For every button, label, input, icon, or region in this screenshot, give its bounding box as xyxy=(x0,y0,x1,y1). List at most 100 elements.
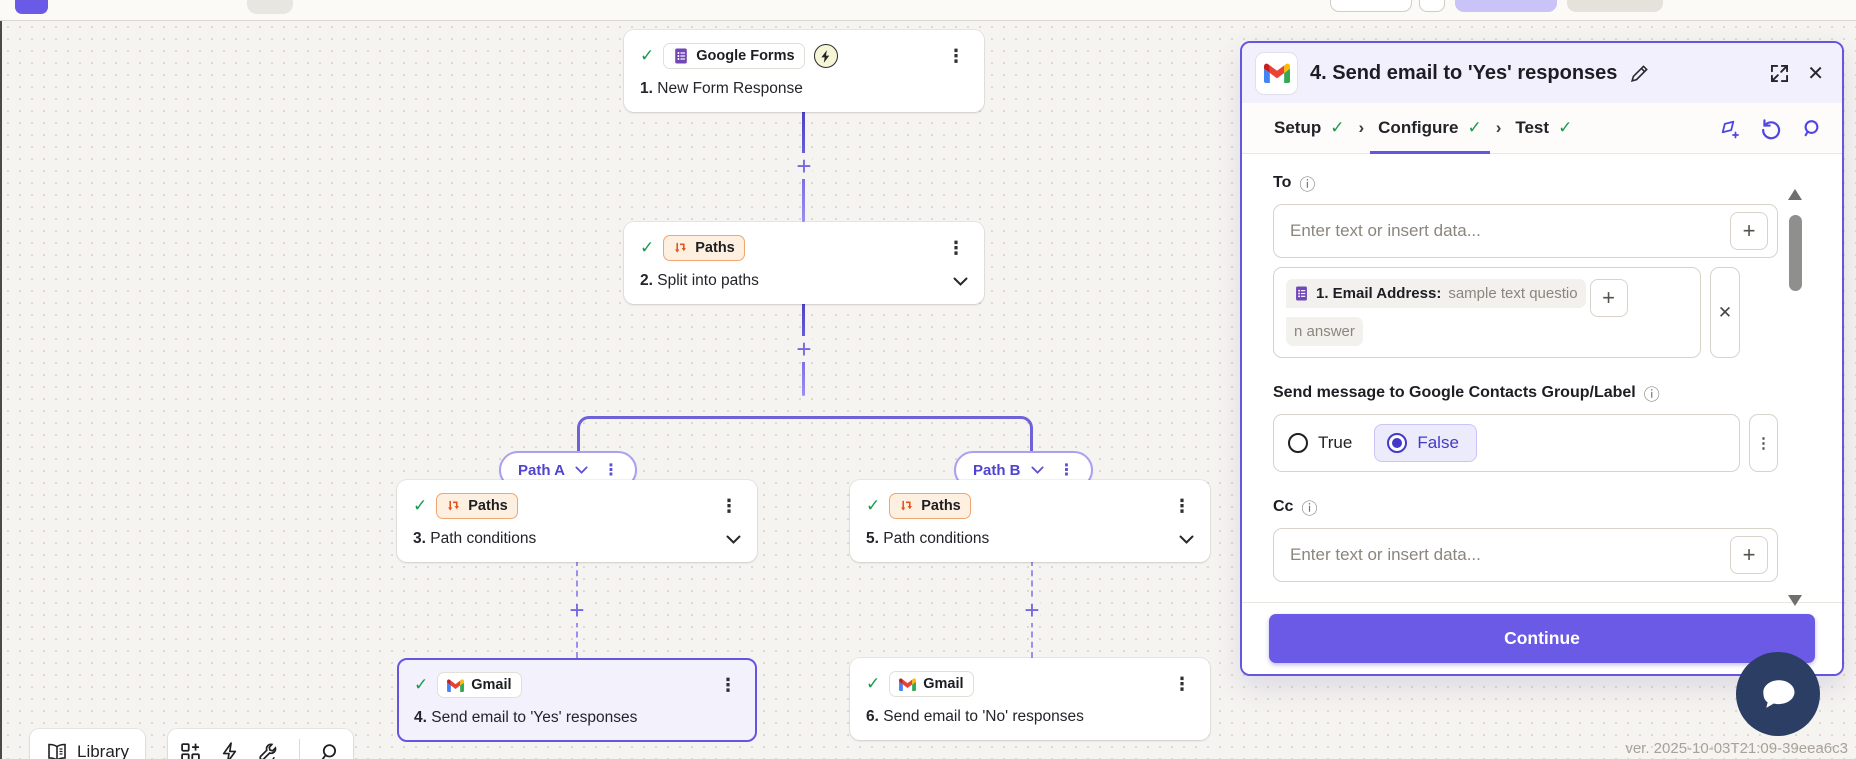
gmail-app-badge xyxy=(1256,52,1297,94)
info-icon[interactable]: ⓘ xyxy=(1643,387,1660,404)
step-number: 1. xyxy=(640,80,653,97)
node-path-conditions-3[interactable]: ✓ Paths ⋮ 3. Path conditions xyxy=(397,480,757,562)
field-menu-icon[interactable]: ⋮ xyxy=(1749,414,1778,472)
radio-true[interactable]: True xyxy=(1288,433,1352,453)
tab-setup[interactable]: Setup✓ xyxy=(1274,118,1345,137)
edit-title-icon[interactable] xyxy=(1630,64,1649,83)
mapped-data-chip[interactable]: 1. Email Address: sample text questio xyxy=(1286,279,1586,308)
node-gmail-no[interactable]: ✓ Gmail ⋮ 6. Send email to 'No' response… xyxy=(850,658,1210,740)
step-title: Split into paths xyxy=(657,272,759,289)
app-name: Gmail xyxy=(471,677,512,693)
app-pill-gmail[interactable]: Gmail xyxy=(437,672,522,698)
panel-footer: Continue xyxy=(1242,602,1842,674)
node-paths-split[interactable]: ✓ Paths ⋮ 2. Split into paths xyxy=(624,222,984,304)
chevron-down-icon[interactable] xyxy=(726,535,741,544)
step-title: Send email to 'No' responses xyxy=(883,708,1084,725)
scroll-down-arrow[interactable] xyxy=(1788,595,1802,606)
undo-history-icon[interactable] xyxy=(1759,117,1782,140)
branch-connector xyxy=(577,416,1033,453)
contacts-group-label: Send message to Google Contacts Group/La… xyxy=(1273,384,1636,401)
chevron-down-icon[interactable] xyxy=(1179,535,1194,544)
tab-test[interactable]: Test✓ xyxy=(1515,118,1573,137)
tools-icon[interactable] xyxy=(258,742,279,759)
topbar-handle[interactable] xyxy=(247,0,293,14)
check-icon: ✓ xyxy=(413,496,428,515)
radio-selected-icon xyxy=(1387,433,1408,453)
step-number: 5. xyxy=(866,530,879,547)
chevron-down-icon[interactable] xyxy=(1030,466,1044,474)
topbar-button-4[interactable] xyxy=(1567,0,1663,12)
search-fields-icon[interactable] xyxy=(1801,118,1822,139)
app-pill-paths[interactable]: Paths xyxy=(436,493,518,519)
app-name: Paths xyxy=(695,240,735,256)
node-menu-icon[interactable]: ⋮ xyxy=(947,237,965,258)
info-icon[interactable]: ⓘ xyxy=(1299,177,1316,194)
insert-data-button[interactable]: + xyxy=(1730,212,1768,250)
instant-trigger-icon xyxy=(813,44,838,68)
node-google-forms-trigger[interactable]: ✓ Google Forms ⋮ 1. New Form Response xyxy=(624,30,984,112)
blocks-add-icon[interactable] xyxy=(180,742,201,759)
zapier-logo[interactable] xyxy=(15,0,48,14)
chevron-down-icon[interactable] xyxy=(953,277,968,286)
node-menu-icon[interactable]: ⋮ xyxy=(1173,673,1191,694)
path-menu-icon[interactable]: ⋮ xyxy=(1058,462,1075,479)
scrollbar-thumb[interactable] xyxy=(1789,215,1802,291)
check-icon: ✓ xyxy=(1558,118,1573,137)
add-step-icon[interactable]: + xyxy=(795,151,813,181)
close-panel-icon[interactable]: ✕ xyxy=(1807,62,1824,85)
app-name: Gmail xyxy=(923,676,964,692)
app-pill-gmail[interactable]: Gmail xyxy=(889,671,974,697)
step-number: 6. xyxy=(866,708,879,725)
step-number: 4. xyxy=(414,709,427,726)
add-step-icon[interactable]: + xyxy=(795,334,813,364)
step-title: New Form Response xyxy=(657,80,803,97)
help-chat-button[interactable] xyxy=(1736,652,1820,736)
gmail-icon xyxy=(447,678,465,692)
app-name: Paths xyxy=(468,498,508,514)
check-icon: ✓ xyxy=(1330,118,1345,137)
check-icon: ✓ xyxy=(640,46,655,65)
gmail-icon xyxy=(1263,63,1290,83)
toolbar-divider xyxy=(299,739,300,759)
topbar-button-1[interactable] xyxy=(1330,0,1412,12)
tab-configure[interactable]: Configure✓ xyxy=(1368,103,1492,154)
node-gmail-yes[interactable]: ✓ Gmail ⋮ 4. Send email to 'Yes' respons… xyxy=(397,658,757,742)
to-mapped-field[interactable]: 1. Email Address: sample text questio + … xyxy=(1273,267,1701,358)
add-step-icon[interactable]: + xyxy=(568,595,586,625)
panel-header: 4. Send email to 'Yes' responses ✕ xyxy=(1242,43,1842,103)
chevron-down-icon[interactable] xyxy=(575,466,588,474)
check-icon: ✓ xyxy=(866,496,881,515)
node-menu-icon[interactable]: ⋮ xyxy=(947,45,965,66)
to-input[interactable]: Enter text or insert data... + xyxy=(1273,204,1778,258)
insert-data-button[interactable]: + xyxy=(1589,279,1628,317)
cc-input[interactable]: Enter text or insert data... + xyxy=(1273,528,1778,582)
app-pill-google-forms[interactable]: Google Forms xyxy=(663,43,805,69)
insert-data-button[interactable]: + xyxy=(1730,536,1768,574)
remove-recipient-button[interactable]: ✕ xyxy=(1710,267,1740,358)
app-pill-paths[interactable]: Paths xyxy=(889,493,971,519)
topbar-button-3[interactable] xyxy=(1455,0,1557,12)
add-step-icon[interactable]: + xyxy=(1023,595,1041,625)
node-menu-icon[interactable]: ⋮ xyxy=(719,674,737,695)
node-menu-icon[interactable]: ⋮ xyxy=(720,495,738,516)
expand-panel-icon[interactable] xyxy=(1769,63,1790,84)
check-icon: ✓ xyxy=(866,674,881,693)
step-title: Send email to 'Yes' responses xyxy=(431,709,638,726)
library-button[interactable]: Library xyxy=(30,729,145,759)
step-config-panel: 4. Send email to 'Yes' responses ✕ Setup… xyxy=(1240,41,1844,676)
node-menu-icon[interactable]: ⋮ xyxy=(1173,495,1191,516)
lightning-icon[interactable] xyxy=(221,741,238,759)
check-icon: ✓ xyxy=(414,675,429,694)
ai-sparkle-icon[interactable] xyxy=(1718,117,1740,139)
search-icon[interactable] xyxy=(320,742,341,759)
node-path-conditions-5[interactable]: ✓ Paths ⋮ 5. Path conditions xyxy=(850,480,1210,562)
path-menu-icon[interactable]: ⋮ xyxy=(602,462,619,479)
paths-icon xyxy=(675,242,687,253)
app-pill-paths[interactable]: Paths xyxy=(663,235,745,261)
topbar-button-2[interactable] xyxy=(1419,0,1445,12)
radio-false[interactable]: False xyxy=(1374,424,1477,462)
continue-button[interactable]: Continue xyxy=(1269,614,1815,663)
step-title: Path conditions xyxy=(430,530,537,547)
scroll-up-arrow[interactable] xyxy=(1788,189,1802,200)
info-icon[interactable]: ⓘ xyxy=(1301,501,1318,518)
